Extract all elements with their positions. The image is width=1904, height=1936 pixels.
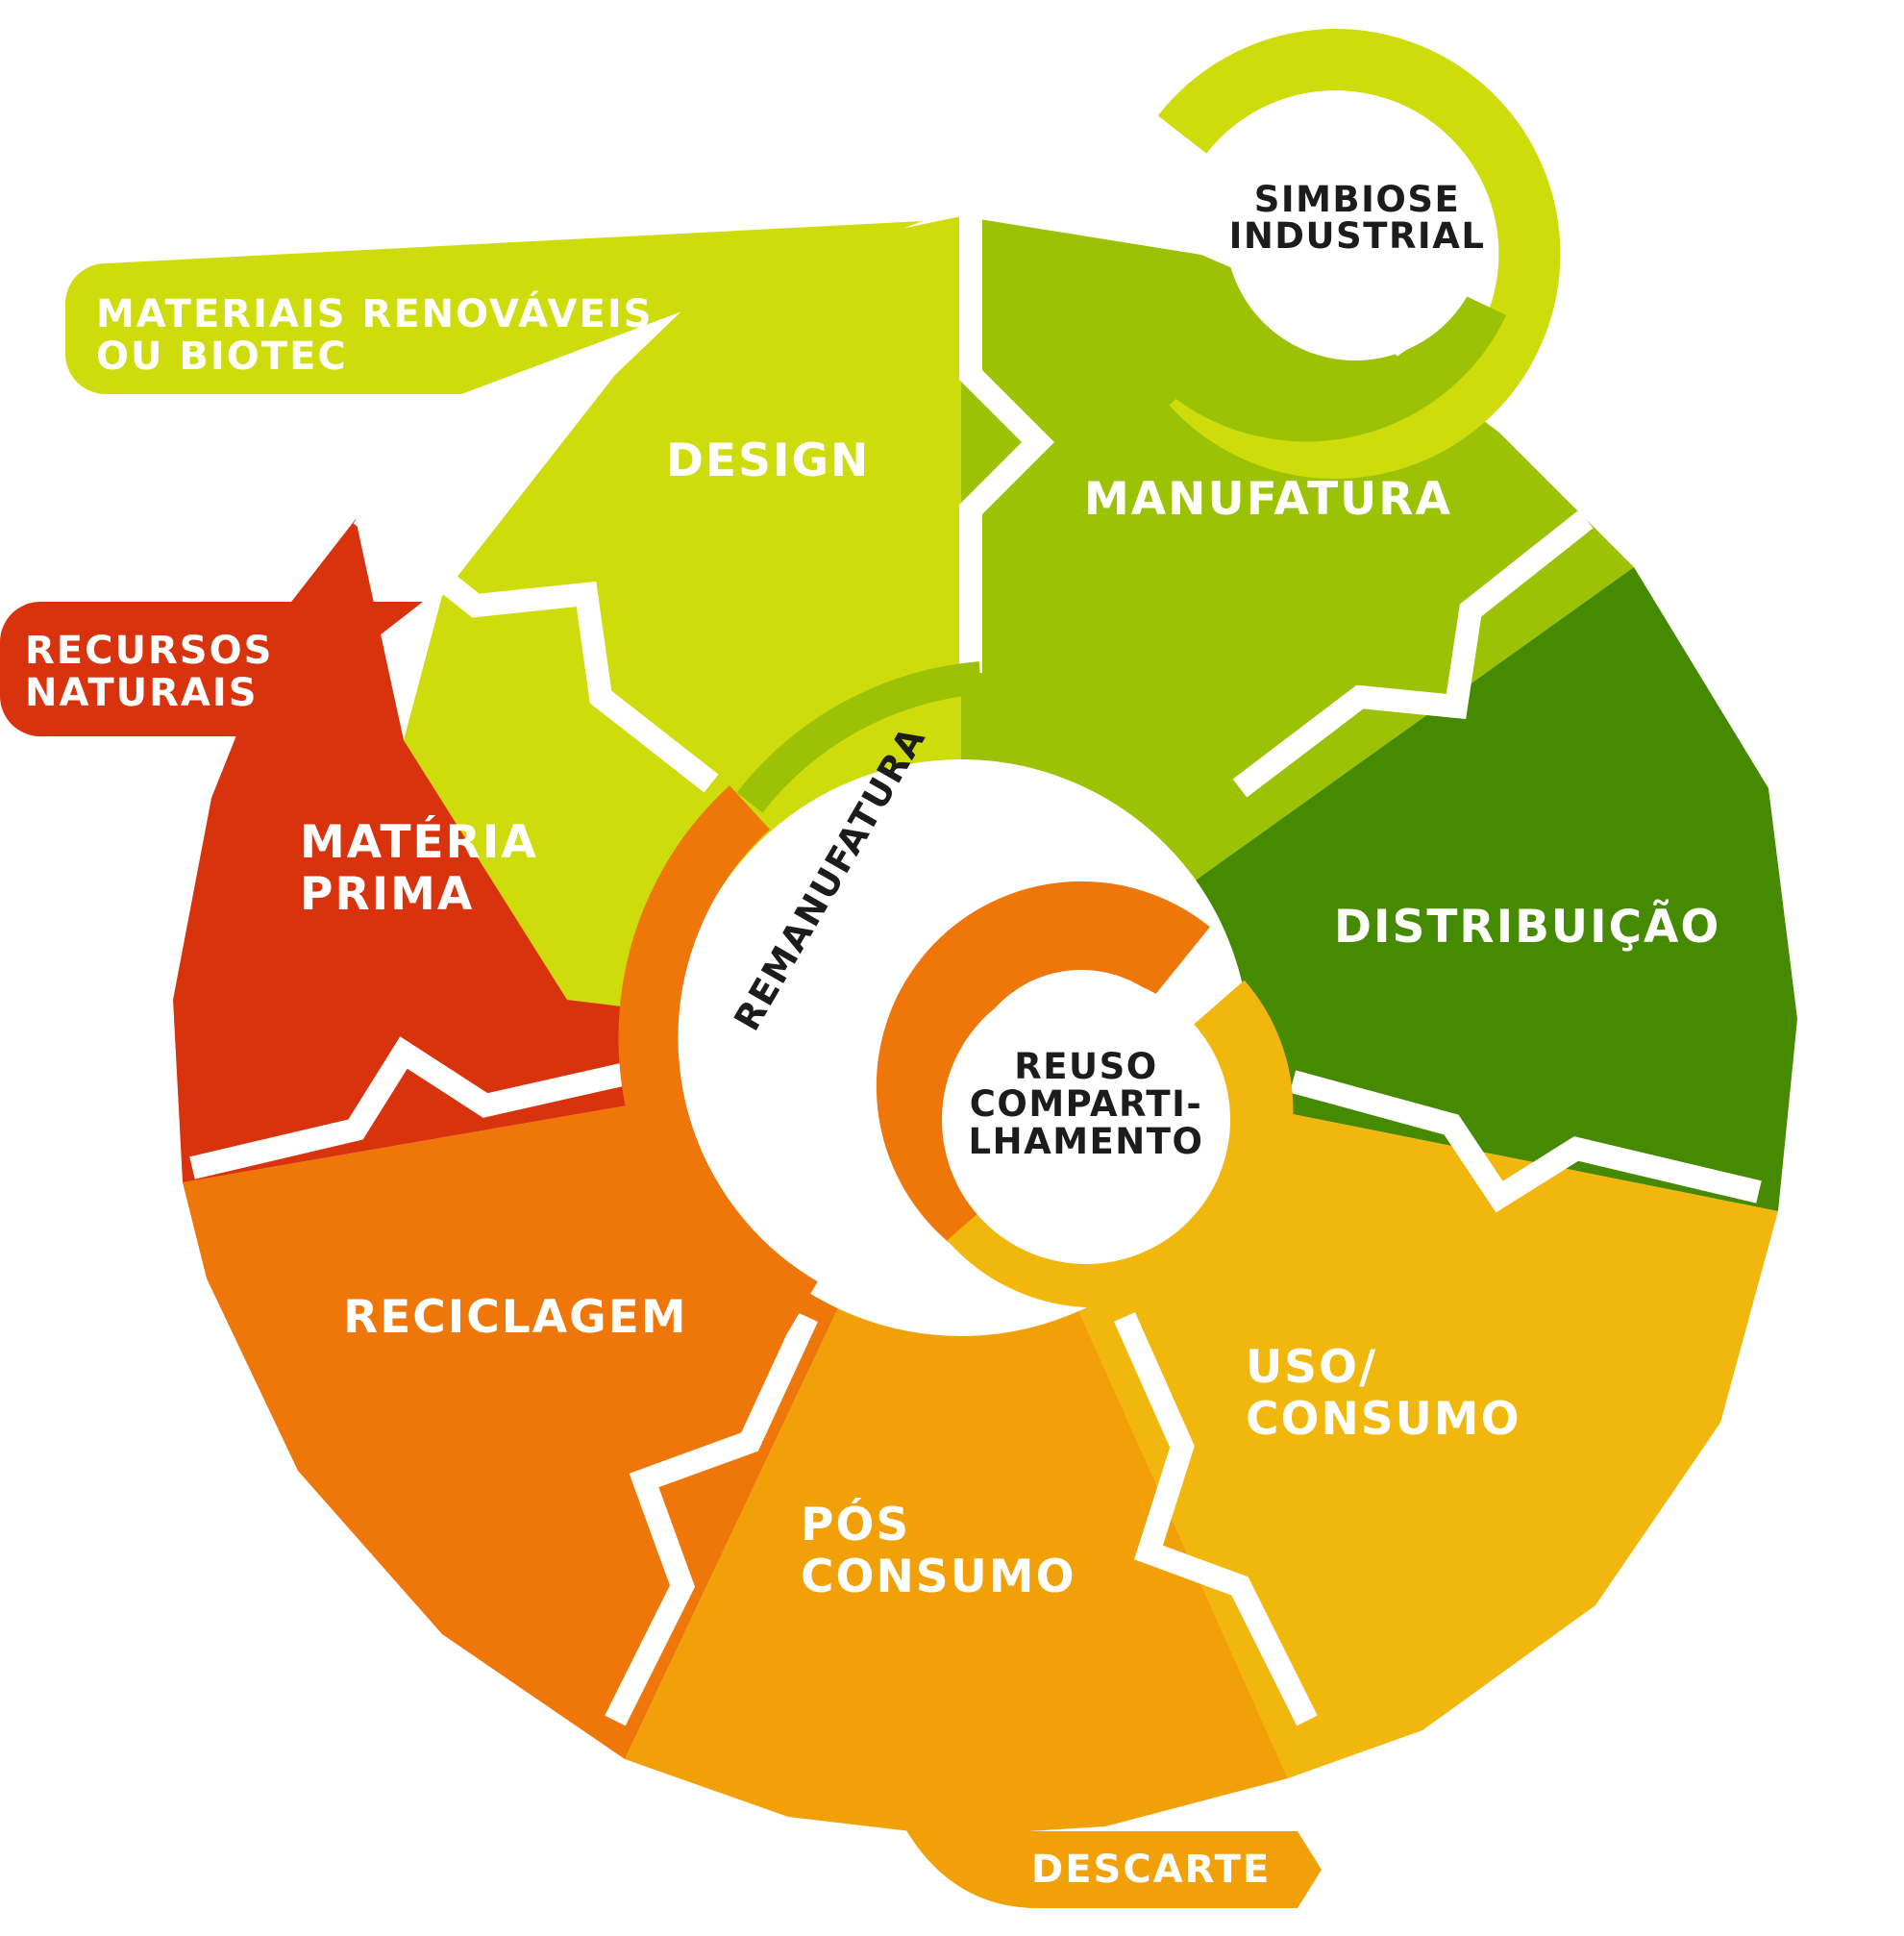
materiais-renovaveis-tab xyxy=(65,221,923,394)
sector-pos-consumo xyxy=(625,1048,1288,1836)
simbiose-arc xyxy=(1157,29,1561,480)
loop-label-reuso-line1: REUSO xyxy=(1014,1046,1157,1087)
sector-design xyxy=(404,216,961,1048)
input-label-recursos-line2: NATURAIS xyxy=(25,671,259,715)
remanufatura-arc xyxy=(618,785,818,1333)
sector-materia-prima xyxy=(173,519,961,1182)
loop-label-descarte: DESCARTE xyxy=(1031,1848,1271,1892)
stage-label-uso-line1: USO/ xyxy=(1246,1341,1377,1394)
stage-label-design: DESIGN xyxy=(666,434,870,487)
stage-label-distribuicao: DISTRIBUIÇÃO xyxy=(1334,900,1720,954)
stage-label-pos-line2: CONSUMO xyxy=(801,1551,1076,1603)
simbiose-center xyxy=(1225,101,1485,360)
reuso-center xyxy=(942,976,1230,1264)
input-label-recursos-line1: RECURSOS xyxy=(25,629,273,673)
stage-label-manufatura: MANUFATURA xyxy=(1084,473,1452,526)
loop-label-reuso-line3: LHAMENTO xyxy=(969,1121,1204,1162)
input-label-materiais-line2: OU BIOTEC xyxy=(96,335,348,379)
loop-label-reuso-line2: COMPARTI- xyxy=(970,1083,1202,1125)
stage-label-reciclagem: RECICLAGEM xyxy=(343,1291,688,1344)
loop-label-simbiose-line1: SIMBIOSE xyxy=(1254,179,1461,220)
descarte-tail xyxy=(894,1807,1322,1908)
stage-label-uso-line2: CONSUMO xyxy=(1246,1393,1521,1446)
sector-reciclagem xyxy=(183,1048,961,1759)
stage-label-pos-line1: PÓS xyxy=(801,1499,910,1551)
remanufatura-arc-top xyxy=(736,661,982,813)
sector-separators xyxy=(189,216,1762,1726)
loop-label-simbiose-line2: INDUSTRIAL xyxy=(1229,215,1486,257)
stage-label-materia-line2: PRIMA xyxy=(300,868,474,921)
simbiose-arc-bottom xyxy=(1175,289,1507,442)
input-label-materiais-line1: MATERIAIS RENOVÁVEIS xyxy=(96,290,654,336)
stage-label-materia-line1: MATÉRIA xyxy=(300,816,538,869)
reuso-arc-orange xyxy=(876,881,1210,1246)
